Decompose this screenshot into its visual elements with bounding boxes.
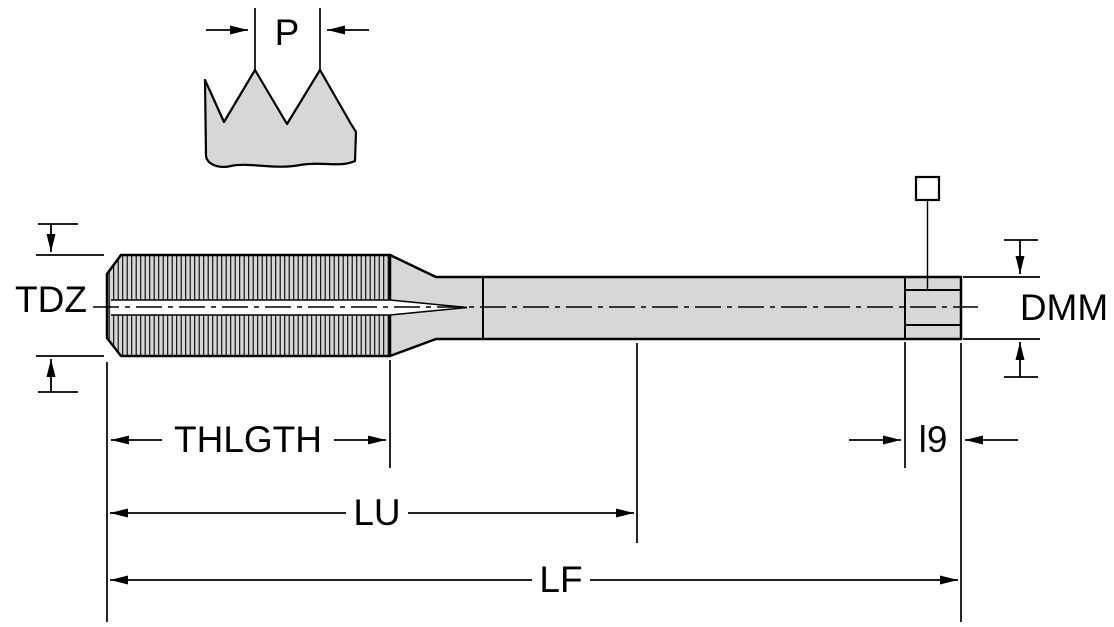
flute-top-line	[111, 299, 468, 309]
overall-length-label: LF	[539, 559, 582, 600]
thread-diameter-label: TDZ	[15, 279, 87, 320]
square-symbol	[914, 175, 941, 202]
thread-profile-detail: P	[203, 8, 369, 168]
dimension-thread-length: THLGTH	[111, 419, 386, 460]
square-length-label: l9	[919, 419, 948, 460]
dimension-thread-diameter: TDZ	[15, 223, 104, 393]
thread-profile-shape	[203, 68, 358, 168]
extension-lines	[106, 342, 962, 622]
thread-length-label: THLGTH	[174, 419, 322, 460]
tap-body	[93, 175, 978, 358]
dimension-usable-length: LU	[110, 492, 634, 533]
usable-length-label: LU	[353, 492, 400, 533]
flute-bottom-line	[111, 306, 468, 316]
pitch-label: P	[275, 12, 300, 53]
dimension-overall-length: LF	[110, 559, 958, 600]
shank-diameter-label: DMM	[1020, 287, 1108, 328]
dimension-shank-diameter: DMM	[963, 239, 1108, 378]
shank	[388, 253, 963, 358]
dimension-square-length: l9	[849, 419, 1018, 460]
